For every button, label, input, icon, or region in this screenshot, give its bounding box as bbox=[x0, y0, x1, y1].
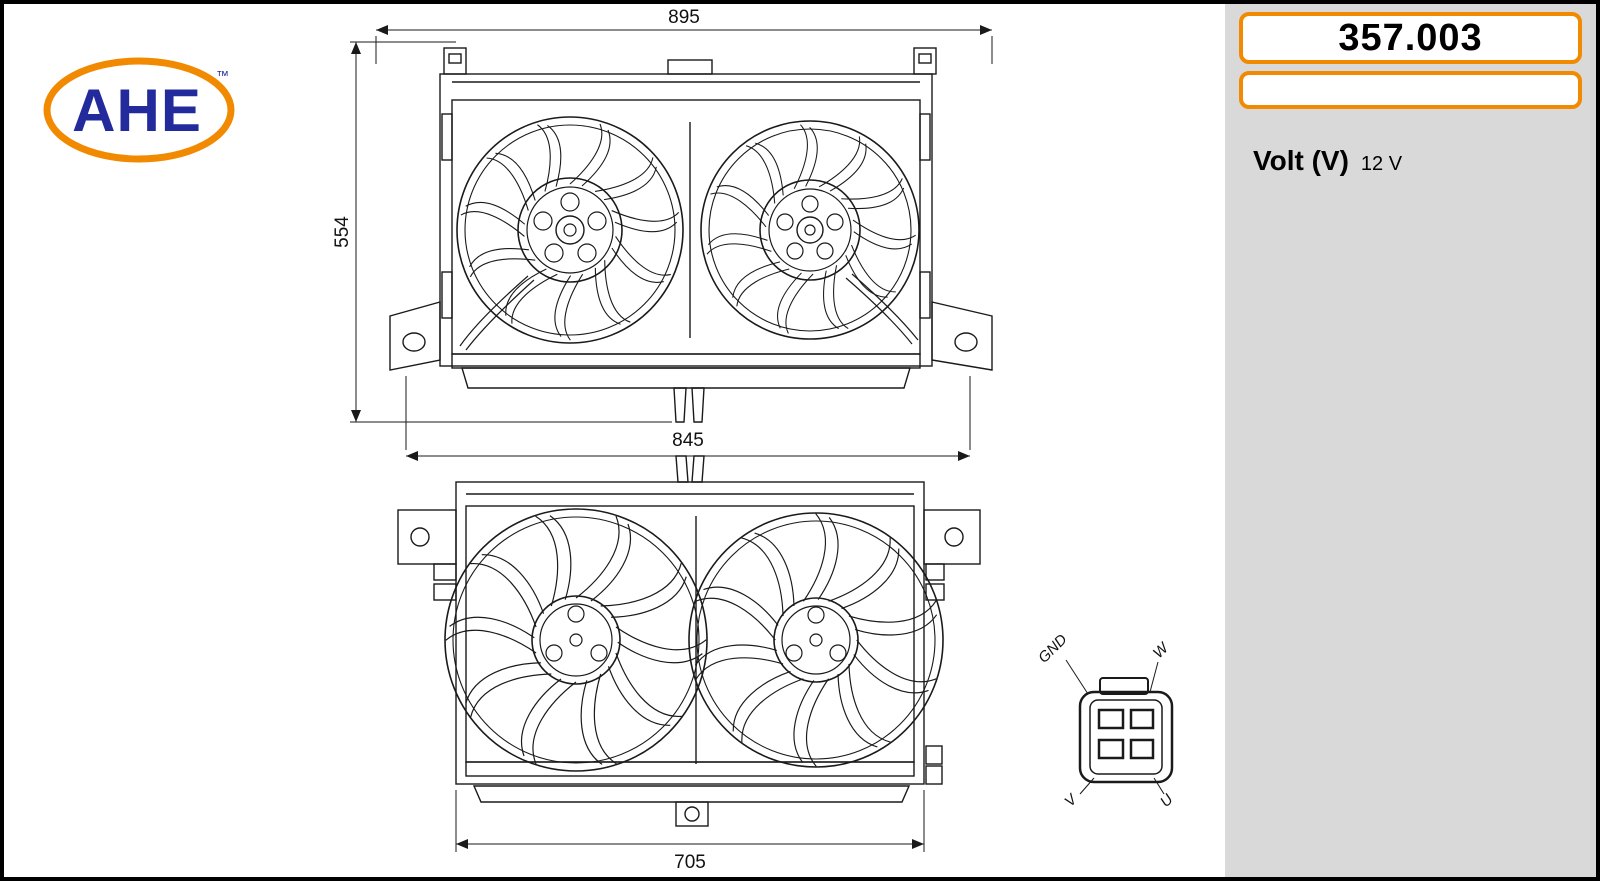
fan-blades bbox=[440, 507, 712, 773]
brand-name: AHE bbox=[72, 77, 202, 144]
fan-left-second bbox=[440, 507, 712, 773]
pin-label-v: V bbox=[1061, 790, 1082, 811]
voltage-spec: Volt (V) 12 V bbox=[1239, 145, 1582, 177]
dimension-bottom-width: 845 bbox=[672, 430, 704, 451]
brand-logo: AHE ™ bbox=[43, 57, 235, 163]
fan-left-front bbox=[456, 116, 684, 344]
dimensions-second-view bbox=[455, 790, 925, 852]
drawing-area: AHE ™ bbox=[4, 4, 1225, 877]
dimension-left-height: 554 bbox=[332, 216, 353, 248]
part-number-box: 357.003 bbox=[1239, 12, 1582, 64]
fan-blades bbox=[687, 508, 945, 772]
secondary-reference-box bbox=[1239, 71, 1582, 109]
product-info-panel: 357.003 Volt (V) 12 V bbox=[1225, 4, 1596, 877]
fan-right-second bbox=[687, 508, 945, 772]
dimension-second-view-width: 705 bbox=[674, 852, 706, 873]
connector-detail: GND W V U bbox=[1035, 631, 1177, 811]
brand-trademark: ™ bbox=[216, 68, 229, 83]
pin-label-w: W bbox=[1150, 639, 1173, 662]
part-number: 357.003 bbox=[1338, 16, 1483, 59]
pin-label-u: U bbox=[1157, 791, 1177, 811]
fan-assembly-second-view bbox=[397, 455, 981, 827]
fan-assembly-front-view bbox=[389, 47, 993, 423]
pin-label-gnd: GND bbox=[1035, 631, 1071, 667]
fan-blades bbox=[701, 120, 919, 335]
voltage-label: Volt (V) bbox=[1253, 145, 1349, 176]
dimensions-front-view bbox=[350, 25, 993, 461]
dimension-top-width: 895 bbox=[668, 7, 700, 28]
voltage-value: 12 V bbox=[1360, 153, 1403, 175]
fan-right-front bbox=[700, 120, 920, 340]
technical-drawing: AHE ™ bbox=[43, 7, 1177, 873]
